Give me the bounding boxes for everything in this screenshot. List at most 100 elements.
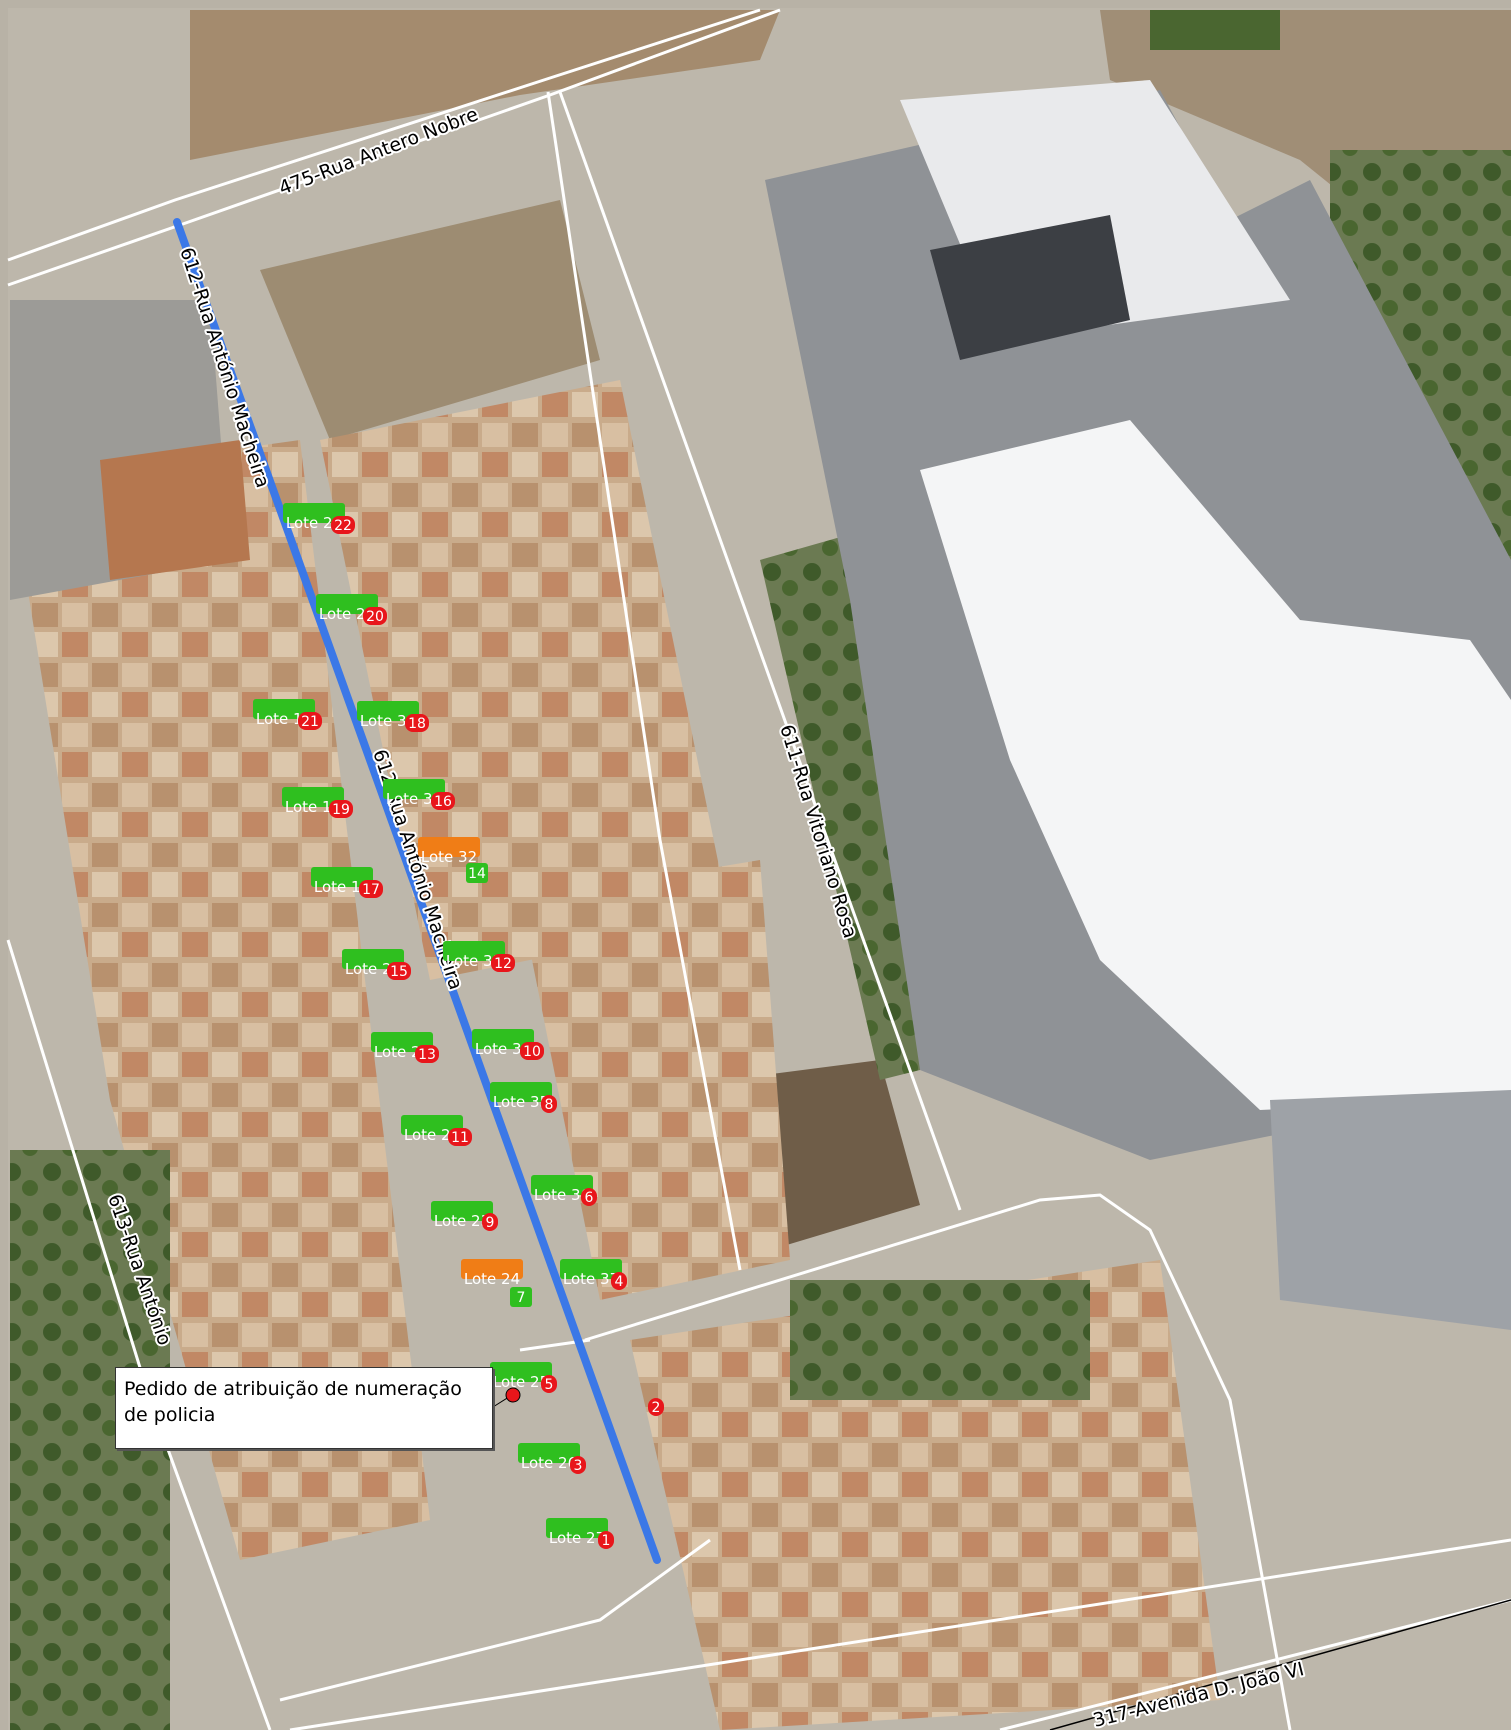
door-number-bg [387,962,411,980]
door-number-bg [466,863,488,883]
lot-badge-lote-28[interactable]: Lote 28 [283,503,345,532]
door-number-red-20[interactable]: 20 [363,607,387,625]
lot-badge-bg [418,837,480,857]
door-number-red-1[interactable]: 1 [598,1531,614,1549]
lot-badge-lote-33[interactable]: Lote 33 [443,941,505,970]
lot-badge-bg [383,779,445,799]
grey-roof-southeast [1270,1090,1511,1330]
lot-badge-bg [461,1259,523,1279]
lot-badge-lote-37[interactable]: Lote 37 [560,1259,622,1288]
lot-badge-bg [357,701,419,721]
lot-badge-lote-36[interactable]: Lote 36 [531,1175,593,1204]
door-number-bg [648,1398,664,1416]
door-number-text: 20 [366,609,384,625]
door-number-text: 18 [408,716,426,732]
lot-badge-lote-27[interactable]: Lote 27 [546,1518,608,1547]
door-number-red-13[interactable]: 13 [415,1045,439,1063]
lot-badge-bg [282,787,344,807]
lot-badge-text: Lote 28 [286,514,342,532]
lot-badge-text: Lote 30 [360,712,416,730]
lot-badge-text: Lote 19 [314,878,370,896]
lot-badge-lote-23[interactable]: Lote 23 [431,1201,493,1230]
door-number-bg [363,607,387,625]
lot-badge-bg [490,1082,552,1102]
lot-badge-bg [431,1201,493,1221]
lot-badge-lote-24[interactable]: Lote 24 [461,1259,523,1288]
lot-badge-text: Lote 27 [549,1529,605,1547]
lot-badge-lote-22[interactable]: Lote 22 [401,1115,463,1144]
door-number-red-8[interactable]: 8 [541,1095,557,1113]
lot-badge-text: Lote 37 [563,1270,619,1288]
door-number-text: 13 [418,1047,436,1063]
lot-badge-lote-18[interactable]: Lote 18 [282,787,344,816]
vacant-lot-center [260,200,600,440]
door-number-red-11[interactable]: 11 [448,1128,472,1146]
door-number-red-19[interactable]: 19 [329,800,353,818]
highlighted-street-rua-antonio-macheira[interactable] [173,218,661,1564]
door-number-text: 11 [451,1130,469,1146]
door-number-text: 9 [486,1215,495,1231]
door-number-red-4[interactable]: 4 [611,1272,627,1290]
lot-badge-text: Lote 31 [386,790,442,808]
door-number-green-7[interactable]: 7 [510,1287,532,1307]
door-number-bg [541,1375,557,1393]
door-number-text: 21 [301,714,319,730]
lot-badge-bg [253,699,315,719]
door-number-bg [611,1272,627,1290]
door-number-red-21[interactable]: 21 [298,712,322,730]
door-number-bg [298,712,322,730]
door-number-text: 1 [602,1533,611,1549]
door-number-red-6[interactable]: 6 [581,1188,597,1206]
door-number-bg [331,516,355,534]
door-number-red-10[interactable]: 10 [520,1042,544,1060]
lot-badge-text: Lote 36 [534,1186,590,1204]
door-number-red-16[interactable]: 16 [431,792,455,810]
door-number-red-2[interactable]: 2 [648,1398,664,1416]
door-number-red-3[interactable]: 3 [570,1456,586,1474]
door-number-bg [510,1287,532,1307]
road-outlines [6,8,1511,1730]
lot-badge-lote-31[interactable]: Lote 31 [383,779,445,808]
lot-badge-bg [316,594,378,614]
lot-badge-text: Lote 18 [285,798,341,816]
door-number-red-15[interactable]: 15 [387,962,411,980]
lot-badge-lote-19[interactable]: Lote 19 [311,867,373,896]
lot-badge-lote-30[interactable]: Lote 30 [357,701,419,730]
door-number-red-12[interactable]: 12 [491,954,515,972]
door-number-bg [415,1045,439,1063]
door-number-red-18[interactable]: 18 [405,714,429,732]
lot-badge-text: Lote 24 [464,1270,520,1288]
lot-badge-lote-26[interactable]: Lote 26 [518,1443,580,1472]
door-number-text: 22 [334,518,352,534]
lot-badge-lote-35[interactable]: Lote 35 [490,1082,552,1111]
door-number-text: 3 [574,1458,583,1474]
door-number-text: 2 [652,1400,661,1416]
lot-badge-bg [546,1518,608,1538]
door-number-green-14[interactable]: 14 [466,863,488,883]
lot-badge-text: Lote 29 [319,605,375,623]
dark-roof-section [930,215,1130,360]
lot-badge-lote-34[interactable]: Lote 34 [472,1029,534,1058]
residential-block-west [10,440,430,1560]
door-number-red-9[interactable]: 9 [482,1213,498,1231]
lot-badge-lote-17[interactable]: Lote 17 [253,699,315,728]
door-number-red-5[interactable]: 5 [541,1375,557,1393]
lot-badge-lote-29[interactable]: Lote 29 [316,594,378,623]
callout-box: Pedido de atribuição de numeração de pol… [115,1367,493,1449]
lot-badge-lote-25[interactable]: Lote 25 [490,1362,552,1391]
door-number-bg [570,1456,586,1474]
lot-badge-lote-32[interactable]: Lote 32 [418,837,480,866]
lot-badge-text: Lote 35 [493,1093,549,1111]
lot-badge-lote-20[interactable]: Lote 20 [342,949,404,978]
lot-badge-bg [283,503,345,523]
lot-badge-text: Lote 32 [421,848,477,866]
vacant-lot-north [190,10,780,160]
door-number-red-17[interactable]: 17 [359,880,383,898]
lot-badge-bg [472,1029,534,1049]
door-number-text: 5 [545,1377,554,1393]
door-number-red-22[interactable]: 22 [331,516,355,534]
request-location-marker[interactable] [505,1387,521,1403]
lot-badge-bg [342,949,404,969]
door-number-text: 8 [545,1097,554,1113]
